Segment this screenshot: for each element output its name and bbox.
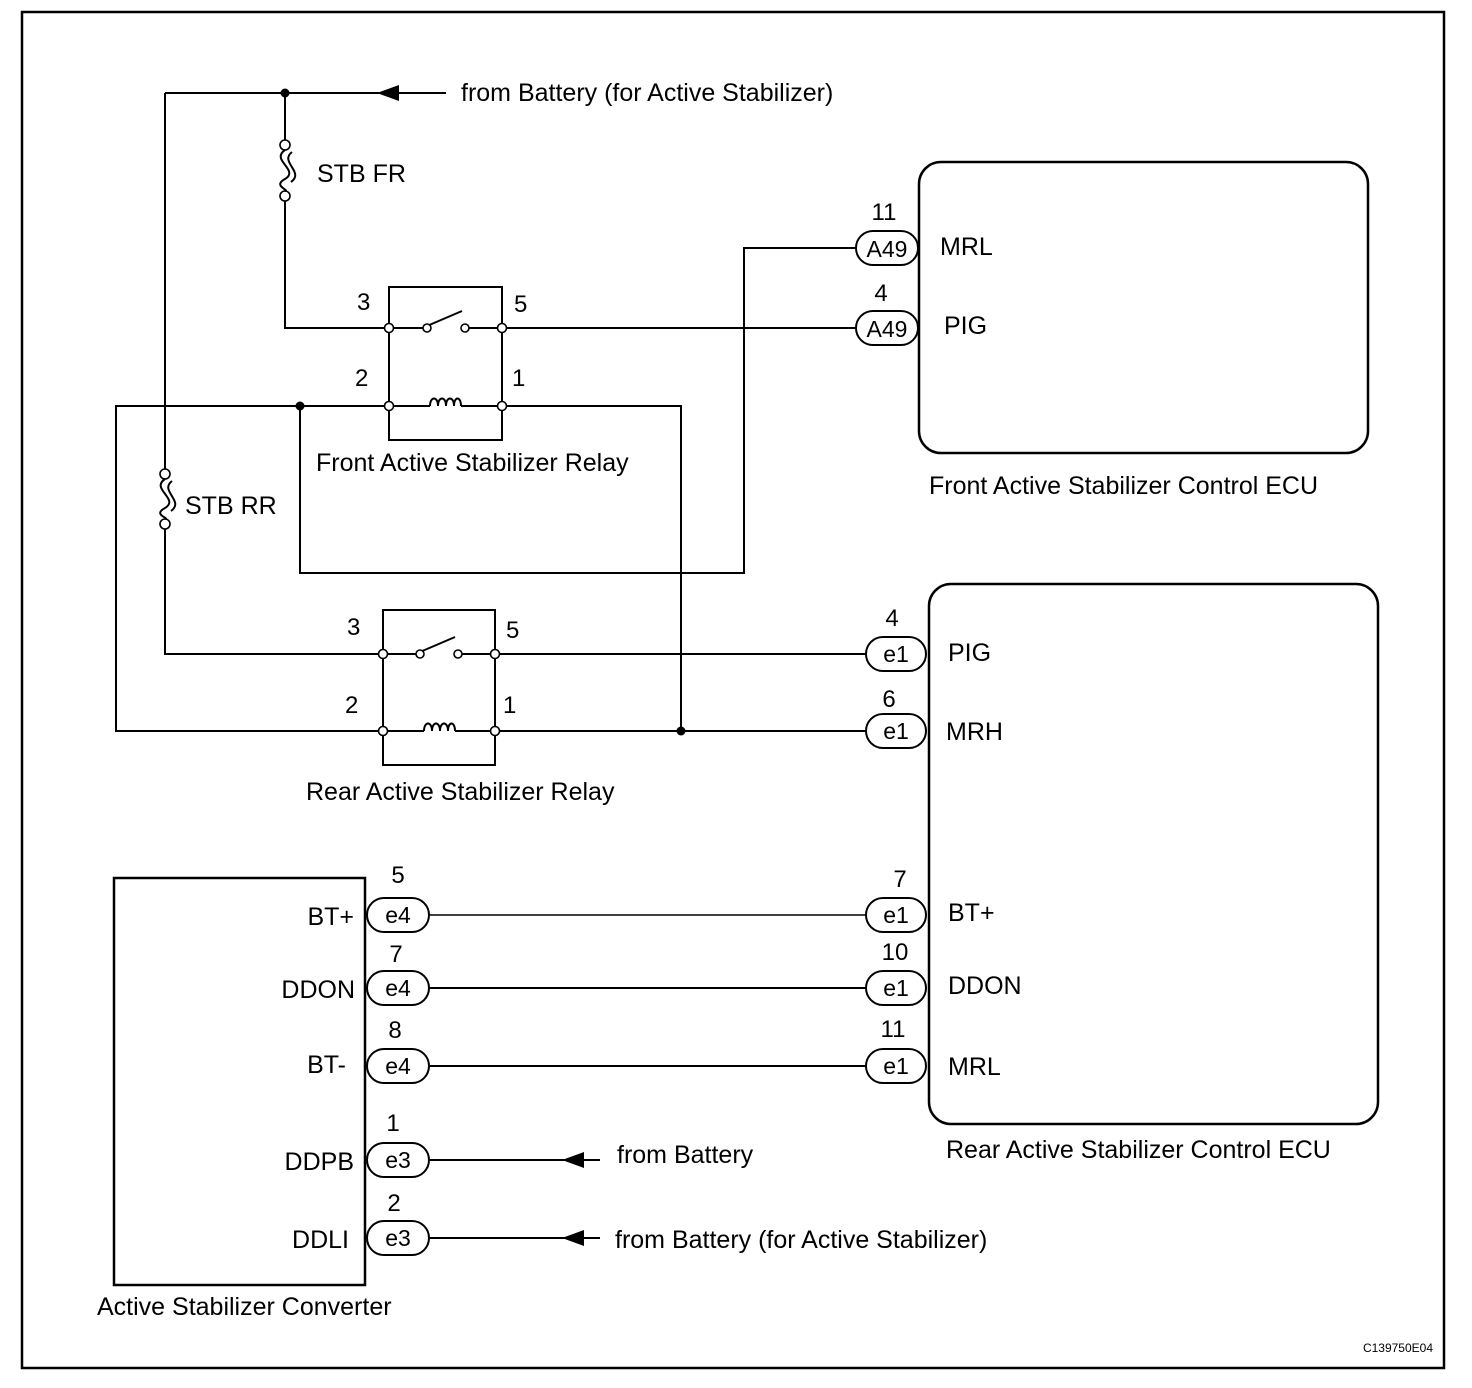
svg-text:BT+: BT+ xyxy=(948,899,995,927)
converter-terminal-ddon: e4 7 DDON xyxy=(281,941,430,1006)
svg-text:2: 2 xyxy=(387,1190,400,1217)
converter-terminal-bt-plus: e4 5 BT+ xyxy=(307,862,430,933)
svg-text:DDPB: DDPB xyxy=(285,1148,354,1176)
svg-text:4: 4 xyxy=(885,605,898,632)
svg-text:5: 5 xyxy=(391,862,404,889)
junction-mrh xyxy=(676,726,686,736)
rear-ecu-terminal-mrl: e1 11 MRL xyxy=(865,1016,1001,1084)
svg-text:e3: e3 xyxy=(385,1225,411,1251)
svg-text:BT+: BT+ xyxy=(307,903,354,931)
svg-text:DDLI: DDLI xyxy=(292,1226,349,1254)
fuse-stb-rr xyxy=(159,468,177,530)
svg-text:7: 7 xyxy=(389,941,402,968)
rear-ecu-terminal-ddon: e1 10 DDON xyxy=(865,939,1022,1006)
svg-text:4: 4 xyxy=(874,280,887,307)
svg-text:e1: e1 xyxy=(883,718,909,744)
svg-text:11: 11 xyxy=(872,199,897,226)
svg-text:e1: e1 xyxy=(883,641,909,667)
svg-text:e1: e1 xyxy=(883,902,909,928)
svg-text:A49: A49 xyxy=(867,236,908,262)
svg-text:PIG: PIG xyxy=(948,639,991,667)
rear-relay-pin-5: 5 xyxy=(506,617,519,644)
fuse-stb-rr-label: STB RR xyxy=(185,492,277,520)
svg-text:e4: e4 xyxy=(385,975,411,1001)
svg-text:PIG: PIG xyxy=(944,312,987,340)
front-ecu-terminal-pig: A49 4 PIG xyxy=(855,280,987,346)
source-battery-ddli: from Battery (for Active Stabilizer) xyxy=(615,1226,987,1254)
front-ecu-box xyxy=(917,160,1370,455)
svg-text:1: 1 xyxy=(386,1110,399,1137)
arrow-ddli xyxy=(562,1230,584,1246)
wire-relay-coil-rail xyxy=(115,405,389,732)
front-relay xyxy=(383,286,508,441)
fuse-stb-fr-label: STB FR xyxy=(317,160,406,188)
rear-relay-pin-1: 1 xyxy=(503,692,516,719)
converter-terminal-ddpb: e3 1 DDPB xyxy=(285,1110,430,1178)
front-relay-pin-5: 5 xyxy=(514,291,527,318)
front-relay-pin-3: 3 xyxy=(357,289,370,316)
svg-text:6: 6 xyxy=(882,686,895,713)
svg-text:DDON: DDON xyxy=(281,976,355,1004)
front-ecu-label: Front Active Stabilizer Control ECU xyxy=(929,472,1318,500)
rear-relay-label: Rear Active Stabilizer Relay xyxy=(306,778,615,806)
wire-front-relay-1 xyxy=(502,405,682,731)
front-relay-pin-1: 1 xyxy=(512,365,525,392)
svg-text:11: 11 xyxy=(881,1016,906,1043)
arrow-battery-top xyxy=(377,85,399,101)
svg-text:e1: e1 xyxy=(883,975,909,1001)
converter-box xyxy=(112,876,367,1287)
wire-mrl-loop xyxy=(299,247,856,574)
converter-terminal-bt-minus: e4 8 BT- xyxy=(307,1017,430,1084)
svg-text:e4: e4 xyxy=(385,1053,411,1079)
rear-ecu-terminal-mrh: e1 6 MRH xyxy=(865,686,1003,749)
svg-text:8: 8 xyxy=(388,1017,401,1044)
svg-text:e4: e4 xyxy=(385,902,411,928)
svg-text:DDON: DDON xyxy=(948,972,1022,1000)
svg-text:e1: e1 xyxy=(883,1053,909,1079)
source-battery-ddpb: from Battery xyxy=(617,1141,754,1169)
rear-ecu-terminal-pig: e1 4 PIG xyxy=(865,605,991,672)
svg-text:MRH: MRH xyxy=(946,718,1003,746)
svg-text:10: 10 xyxy=(882,939,909,966)
svg-text:MRL: MRL xyxy=(948,1053,1001,1081)
rear-relay-pin-2: 2 xyxy=(345,692,358,719)
rear-ecu-box xyxy=(927,582,1380,1126)
diagram-frame xyxy=(20,10,1446,1370)
svg-text:7: 7 xyxy=(893,866,906,893)
rear-relay xyxy=(377,609,501,766)
front-relay-pin-2: 2 xyxy=(355,365,368,392)
front-ecu-terminal-mrl: A49 11 MRL xyxy=(855,199,993,266)
svg-text:BT-: BT- xyxy=(307,1051,346,1079)
rear-ecu-label: Rear Active Stabilizer Control ECU xyxy=(946,1136,1331,1164)
source-battery-top: from Battery (for Active Stabilizer) xyxy=(461,79,833,107)
svg-text:e3: e3 xyxy=(385,1147,411,1173)
rear-ecu-terminal-bt-plus: e1 7 BT+ xyxy=(865,866,995,933)
svg-text:MRL: MRL xyxy=(940,233,993,261)
front-relay-label: Front Active Stabilizer Relay xyxy=(316,449,629,477)
wire-stb-rr-to-relay xyxy=(164,529,383,655)
wire-stb-fr-to-relay xyxy=(284,201,389,329)
rear-relay-pin-3: 3 xyxy=(347,614,360,641)
converter-label: Active Stabilizer Converter xyxy=(97,1293,392,1321)
fuse-stb-fr xyxy=(279,139,297,202)
figure-code: C139750E04 xyxy=(1363,1341,1433,1355)
arrow-ddpb xyxy=(562,1152,584,1168)
converter-terminal-ddli: e3 2 DDLI xyxy=(292,1190,430,1256)
svg-text:A49: A49 xyxy=(867,316,908,342)
